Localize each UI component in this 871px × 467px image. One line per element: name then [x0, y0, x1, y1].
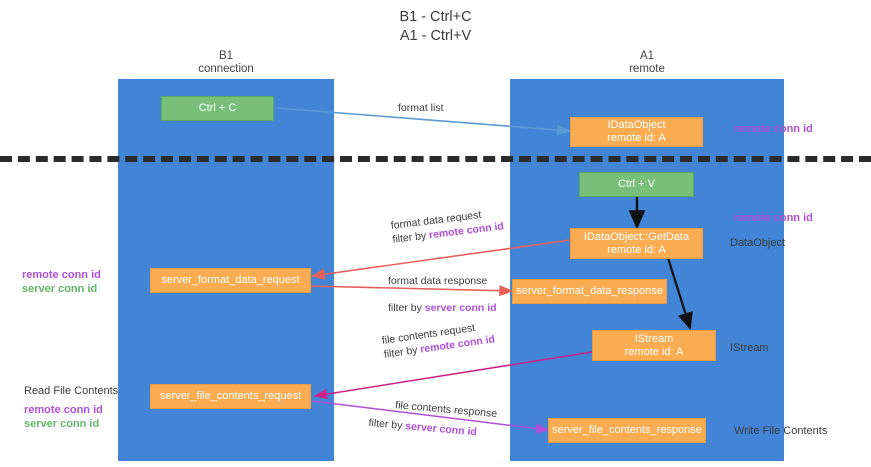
node-idataobject-label: IDataObject [607, 119, 666, 131]
node-server-format-data-request[interactable]: server_format_data_request [150, 268, 311, 293]
node-ctrl-v[interactable]: Ctrl + V [579, 172, 694, 197]
annotation-write-file-contents: Write File Contents [734, 425, 828, 437]
node-ctrl-c-label: Ctrl + C [198, 102, 237, 114]
label-format-data-response-text: format data response [388, 275, 488, 287]
title-line-2: A1 - Ctrl+V [399, 28, 472, 44]
annotation-server-conn-id-left-1: server conn id [22, 283, 98, 295]
lane-header-a1: A1 remote [510, 50, 784, 76]
node-idataobject-getdata[interactable]: IDataObject::GetData remote id: A [570, 228, 703, 259]
label-format-data-request: format data request filter by remote con… [390, 205, 505, 246]
node-server-file-contents-request[interactable]: server_file_contents_request [150, 384, 311, 409]
node-idataobject-sub: remote id: A [607, 132, 666, 144]
filter-key-server-conn-id-2: server conn id [404, 420, 478, 439]
annotation-remote-conn-id-left-1: remote conn id [22, 269, 101, 281]
node-getdata-sub: remote id: A [607, 243, 666, 256]
node-server-file-contents-response[interactable]: server_file_contents_response [548, 418, 706, 443]
node-server-file-contents-response-label: server_file_contents_response [552, 424, 702, 436]
filter-prefix-2: filter by [388, 302, 425, 314]
filter-prefix-4: filter by [368, 416, 406, 433]
annotation-dataobject: DataObject [730, 237, 786, 249]
lane-a1-name: A1 [639, 50, 655, 62]
node-server-format-data-response[interactable]: server_format_data_response [512, 279, 667, 304]
label-format-list: format list [398, 102, 444, 114]
title-line-1: B1 - Ctrl+C [399, 9, 472, 25]
page-title: B1 - Ctrl+C A1 - Ctrl+V [0, 8, 871, 46]
annotation-server-conn-id-left-2: server conn id [24, 418, 100, 430]
lane-header-b1: B1 connection [118, 50, 334, 76]
annotation-read-file-contents: Read File Contents [24, 385, 119, 397]
node-server-format-data-request-label: server_format_data_request [161, 274, 300, 286]
node-ctrl-c[interactable]: Ctrl + C [161, 96, 274, 121]
filter-prefix-1: filter by [391, 229, 430, 246]
label-file-contents-response-filter: filter by server conn id [368, 416, 496, 441]
node-istream[interactable]: IStream remote id: A [592, 330, 716, 361]
lane-a1-role: remote [629, 63, 665, 75]
node-getdata-label: IDataObject::GetData [583, 230, 690, 243]
node-istream-sub: remote id: A [624, 345, 684, 358]
annotation-remote-conn-id-mid: remote conn id [734, 212, 813, 224]
annotation-istream: IStream [730, 342, 769, 354]
label-file-contents-request: file contents request filter by remote c… [381, 318, 496, 361]
node-server-format-data-response-label: server_format_data_response [516, 285, 663, 297]
label-format-data-response: format data response filter by server co… [388, 274, 497, 315]
annotation-remote-conn-id-top: remote conn id [734, 123, 813, 135]
node-idataobject[interactable]: IDataObject remote id: A [570, 117, 703, 147]
label-file-contents-response: file contents response filter by server … [368, 396, 498, 441]
filter-prefix-3: filter by [383, 343, 422, 361]
filter-key-server-conn-id-1: server conn id [424, 302, 497, 314]
node-istream-label: IStream [634, 332, 674, 345]
phase-divider [0, 156, 871, 162]
lane-b1-name: B1 [218, 50, 234, 62]
label-format-data-response-filter: filter by server conn id [388, 301, 497, 315]
label-file-contents-response-text: file contents response [394, 399, 498, 421]
node-ctrl-v-label: Ctrl + V [618, 178, 655, 190]
lane-b1-role: connection [198, 63, 254, 75]
node-server-file-contents-request-label: server_file_contents_request [159, 390, 302, 402]
annotation-remote-conn-id-left-2: remote conn id [24, 404, 103, 416]
